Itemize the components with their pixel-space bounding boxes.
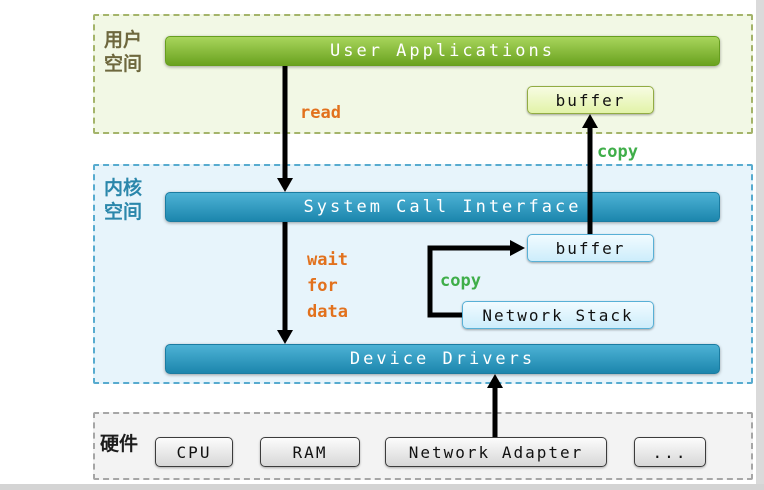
kernel-space-label-line1: 内核 bbox=[104, 177, 143, 199]
hardware-label: 硬件 bbox=[100, 433, 139, 455]
hardware-item-cpu: CPU bbox=[155, 437, 233, 467]
kernel-buffer-box: buffer bbox=[527, 234, 654, 262]
wait-label-line1: wait bbox=[307, 250, 348, 270]
hardware-item-ram: RAM bbox=[260, 437, 360, 467]
user-space-region bbox=[93, 14, 753, 134]
copy-user-label: copy bbox=[597, 142, 638, 162]
user-buffer-box: buffer bbox=[527, 86, 654, 114]
device-drivers-bar: Device Drivers bbox=[165, 344, 720, 374]
hardware-item-ellipsis: ... bbox=[634, 437, 706, 467]
wait-for-data-label: wait for data bbox=[307, 247, 348, 325]
window-edge-right bbox=[756, 0, 764, 490]
user-space-label: 用户 空间 bbox=[104, 28, 142, 76]
user-space-label-line1: 用户 bbox=[104, 29, 143, 51]
wait-label-line2: for bbox=[307, 276, 338, 296]
user-space-label-line2: 空间 bbox=[104, 53, 143, 75]
kernel-space-label: 内核 空间 bbox=[104, 176, 142, 224]
copy-kernel-label: copy bbox=[440, 271, 481, 291]
wait-label-line3: data bbox=[307, 302, 348, 322]
read-label: read bbox=[300, 103, 341, 123]
user-applications-bar: User Applications bbox=[165, 36, 720, 66]
network-stack-box: Network Stack bbox=[462, 301, 654, 329]
system-call-interface-bar: System Call Interface bbox=[165, 192, 720, 222]
hardware-item-network-adapter: Network Adapter bbox=[385, 437, 607, 467]
window-edge-bottom bbox=[0, 484, 764, 490]
kernel-space-label-line2: 空间 bbox=[104, 201, 143, 223]
